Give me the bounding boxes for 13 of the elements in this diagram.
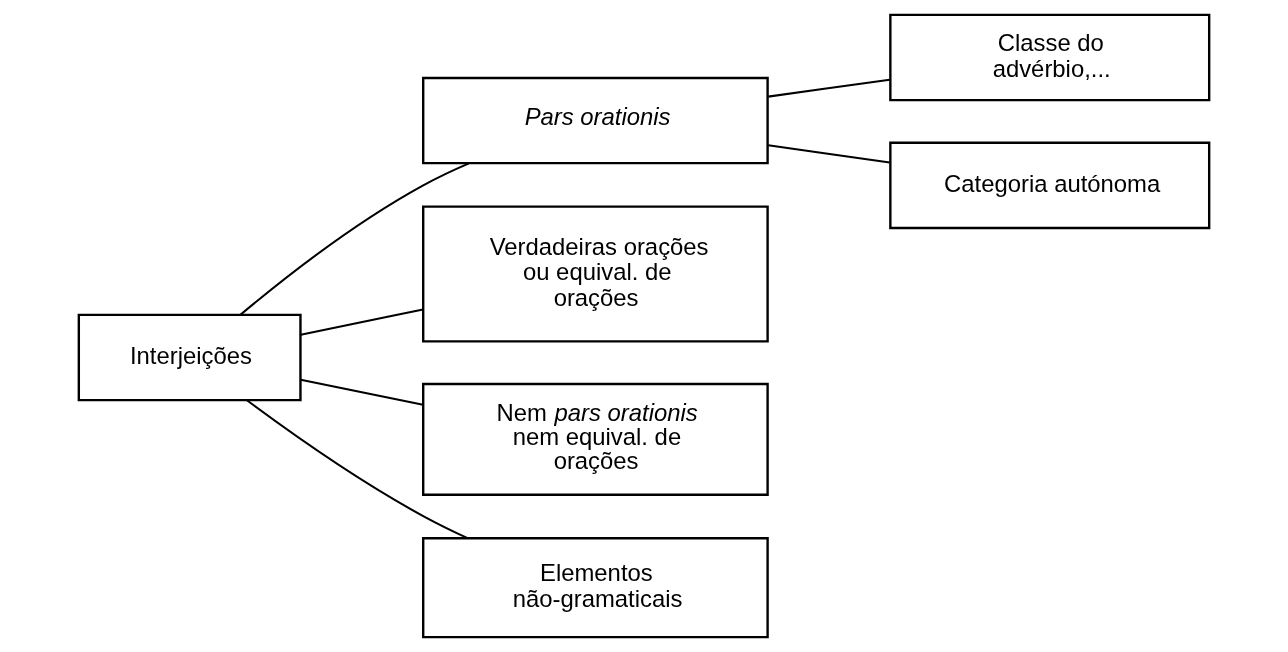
connector <box>300 308 424 336</box>
connector <box>300 378 424 406</box>
node-box: Categoria autónoma <box>889 141 1211 230</box>
node-box: Pars orationis <box>422 76 769 165</box>
node-box: Nem pars orationis nem equival. de orações <box>422 382 769 496</box>
node-box: Elementos não-gramaticais <box>422 537 769 639</box>
connector <box>239 162 470 316</box>
node-box: Classe do advérbio,... <box>889 13 1211 102</box>
connector <box>768 78 890 98</box>
node-box: Verdadeiras orações ou equival. de orações <box>422 205 769 343</box>
connector <box>246 399 468 540</box>
connector <box>768 144 890 164</box>
node-box: Interjeições <box>77 313 302 402</box>
